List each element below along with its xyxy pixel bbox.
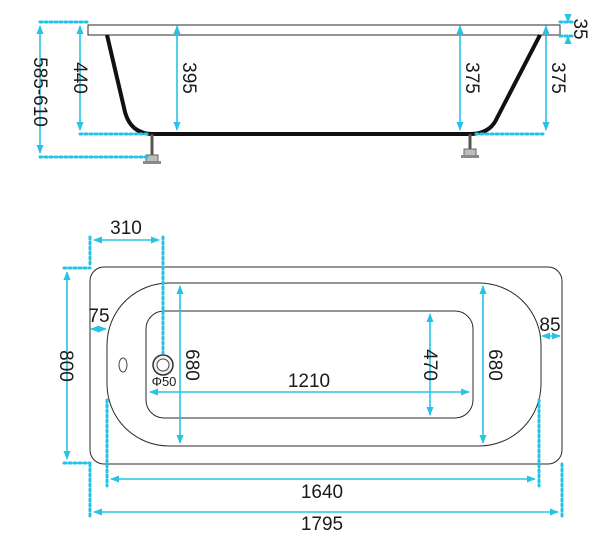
label-rim-left: 75 xyxy=(88,306,109,327)
label-drain-diameter: Φ50 xyxy=(152,374,177,389)
top-view: Φ50 310 800 75 85 680 470 680 1210 1640 … xyxy=(55,218,564,535)
top-outer-rim xyxy=(89,266,563,465)
label-depth-right-inner: 375 xyxy=(461,62,482,94)
label-total-length: 1795 xyxy=(301,514,343,535)
label-body-depth: 440 xyxy=(69,62,90,94)
label-inner-width: 680 xyxy=(181,349,202,381)
label-inner-width-right: 680 xyxy=(484,349,505,381)
side-rim xyxy=(87,24,561,36)
label-floor-width: 470 xyxy=(419,349,440,381)
label-drain-offset: 310 xyxy=(110,218,142,239)
side-tub-body xyxy=(105,34,542,136)
drain-icon xyxy=(152,354,174,376)
overflow-hole xyxy=(118,357,128,373)
label-total-width: 800 xyxy=(55,350,76,382)
top-floor xyxy=(145,310,474,419)
label-floor-length: 1210 xyxy=(288,371,330,392)
label-rim-thickness: 35 xyxy=(569,18,590,39)
side-leg-left xyxy=(143,134,161,164)
label-inner-length: 1640 xyxy=(301,482,343,503)
side-leg-right xyxy=(461,134,479,158)
label-rim-right: 85 xyxy=(539,315,560,336)
label-depth-left: 395 xyxy=(178,62,199,94)
label-depth-right-outer: 375 xyxy=(547,62,568,94)
side-view: 585-610 440 395 375 375 35 xyxy=(29,13,590,164)
label-total-height: 585-610 xyxy=(29,57,50,127)
top-inner-basin xyxy=(106,282,542,447)
